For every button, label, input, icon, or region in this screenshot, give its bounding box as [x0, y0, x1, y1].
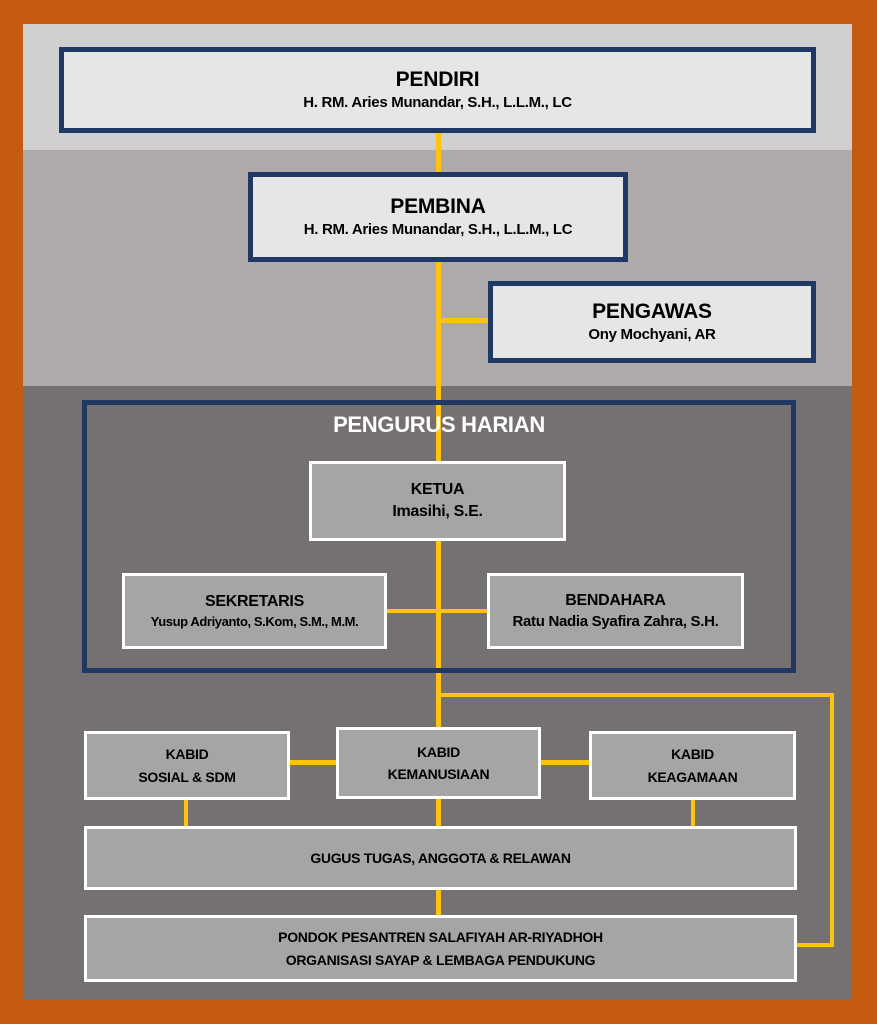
kabid-sosial-sdm-box: KABID SOSIAL & SDM [84, 731, 290, 800]
pengawas-title: PENGAWAS [592, 299, 712, 323]
pondok-pesantren-line1: PONDOK PESANTREN SALAFIYAH AR-RIYADHOH [278, 929, 603, 946]
connector-pengawas [436, 318, 490, 323]
pengawas-name: Ony Mochyani, AR [588, 326, 716, 343]
connector-side-branch-vertical [830, 693, 834, 947]
connector-sekretaris-bendahara [386, 609, 488, 613]
pengawas-box: PENGAWAS Ony Mochyani, AR [488, 281, 816, 363]
pengurus-harian-title: PENGURUS HARIAN [333, 412, 545, 437]
pembina-box: PEMBINA H. RM. Aries Munandar, S.H., L.L… [248, 172, 628, 262]
ketua-title: KETUA [410, 481, 465, 499]
pondok-pesantren-line2: ORGANISASI SAYAP & LEMBAGA PENDUKUNG [285, 951, 596, 968]
connector-kabid-right [540, 760, 590, 765]
connector-side-branch-bottom [796, 943, 834, 947]
kabid-kemanusiaan-line2: KEMANUSIAAN [387, 766, 490, 782]
bendahara-box: BENDAHARA Ratu Nadia Syafira Zahra, S.H. [487, 573, 744, 649]
sekretaris-name: Yusup Adriyanto, S.Kom, S.M., M.M. [150, 614, 359, 630]
pendiri-box: PENDIRI H. RM. Aries Munandar, S.H., L.L… [59, 47, 816, 133]
gugus-tugas-label: GUGUS TUGAS, ANGGOTA & RELAWAN [310, 849, 571, 866]
ketua-name: Imasihi, S.E. [392, 503, 483, 520]
bendahara-title: BENDAHARA [565, 592, 666, 610]
gugus-tugas-box: GUGUS TUGAS, ANGGOTA & RELAWAN [84, 826, 797, 890]
pendiri-name: H. RM. Aries Munandar, S.H., L.L.M., LC [303, 94, 572, 111]
kabid-keagamaan-line1: KABID [671, 746, 714, 763]
pembina-name: H. RM. Aries Munandar, S.H., L.L.M., LC [303, 221, 573, 238]
kabid-keagamaan-line2: KEAGAMAAN [647, 768, 738, 785]
pembina-title: PEMBINA [390, 194, 486, 218]
pendiri-title: PENDIRI [395, 67, 480, 91]
ketua-box: KETUA Imasihi, S.E. [309, 461, 566, 541]
kabid-sosial-sdm-line1: KABID [165, 746, 209, 763]
connector-sosial-gugus [184, 799, 188, 827]
kabid-kemanusiaan-line1: KABID [417, 743, 460, 760]
sekretaris-box: SEKRETARIS Yusup Adriyanto, S.Kom, S.M.,… [122, 573, 387, 649]
kabid-kemanusiaan-box: KABID KEMANUSIAAN [336, 727, 541, 799]
kabid-sosial-sdm-line2: SOSIAL & SDM [138, 768, 236, 785]
connector-kabid-left [289, 760, 337, 765]
connector-keagamaan-gugus [691, 799, 695, 827]
kabid-keagamaan-box: KABID KEAGAMAAN [589, 731, 796, 800]
sekretaris-title: SEKRETARIS [205, 593, 304, 611]
bendahara-name: Ratu Nadia Syafira Zahra, S.H. [512, 612, 719, 630]
pondok-pesantren-box: PONDOK PESANTREN SALAFIYAH AR-RIYADHOH O… [84, 915, 797, 982]
connector-side-branch-top [436, 693, 834, 697]
pengurus-harian-frame [82, 400, 796, 673]
